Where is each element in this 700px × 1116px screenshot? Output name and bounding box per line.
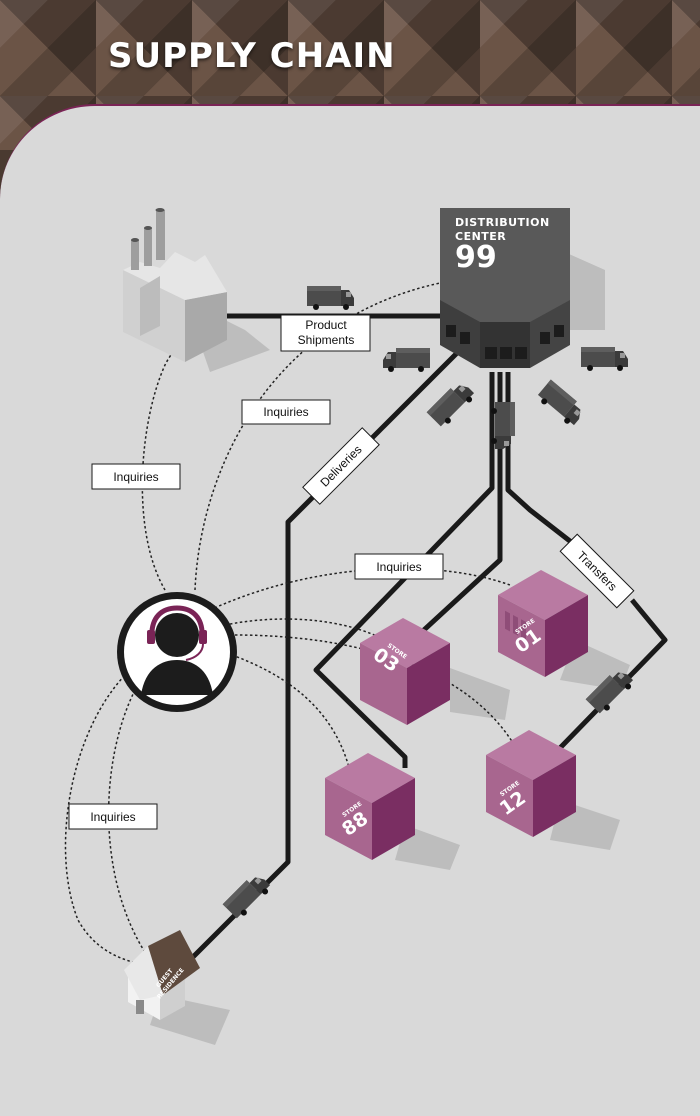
truck-icon [307, 286, 354, 310]
dc-title-line2: CENTER [455, 230, 506, 243]
distribution-center-building: DISTRIBUTION CENTER 99 [440, 208, 570, 368]
inquiries-text: Inquiries [263, 405, 308, 419]
label-inquiries: Inquiries [354, 553, 444, 580]
inquiries-text: Inquiries [90, 810, 135, 824]
label-product-shipments: Product Shipments [280, 314, 371, 352]
store-building-icon: STORE 88 [325, 753, 415, 860]
dc-title-line1: DISTRIBUTION [455, 216, 550, 229]
store-building-icon: STORE 03 [360, 618, 450, 725]
store-building-icon: STORE 12 [486, 730, 576, 837]
page-title: SUPPLY CHAIN [108, 36, 396, 76]
label-inquiries: Inquiries [68, 803, 158, 830]
truck-icon [383, 348, 430, 372]
product-shipments-line2: Shipments [298, 333, 355, 347]
store-building-icon: STORE 01 [498, 570, 588, 677]
label-deliveries: Deliveries [302, 427, 380, 505]
truck-icon [222, 870, 273, 922]
agent-headset-icon [117, 592, 237, 712]
label-inquiries: Inquiries [241, 399, 331, 425]
truck-icon [535, 379, 587, 429]
inquiries-text: Inquiries [113, 470, 158, 484]
house-icon: GUEST RESIDENCE [124, 930, 200, 1020]
truck-icon [581, 347, 628, 371]
product-shipments-line1: Product [305, 318, 347, 332]
inquiries-text: Inquiries [376, 560, 421, 574]
dc-number: 99 [455, 240, 497, 275]
factory-icon [123, 208, 227, 362]
label-inquiries: Inquiries [91, 463, 181, 490]
truck-icon [426, 378, 477, 430]
truck-icon [491, 402, 515, 449]
